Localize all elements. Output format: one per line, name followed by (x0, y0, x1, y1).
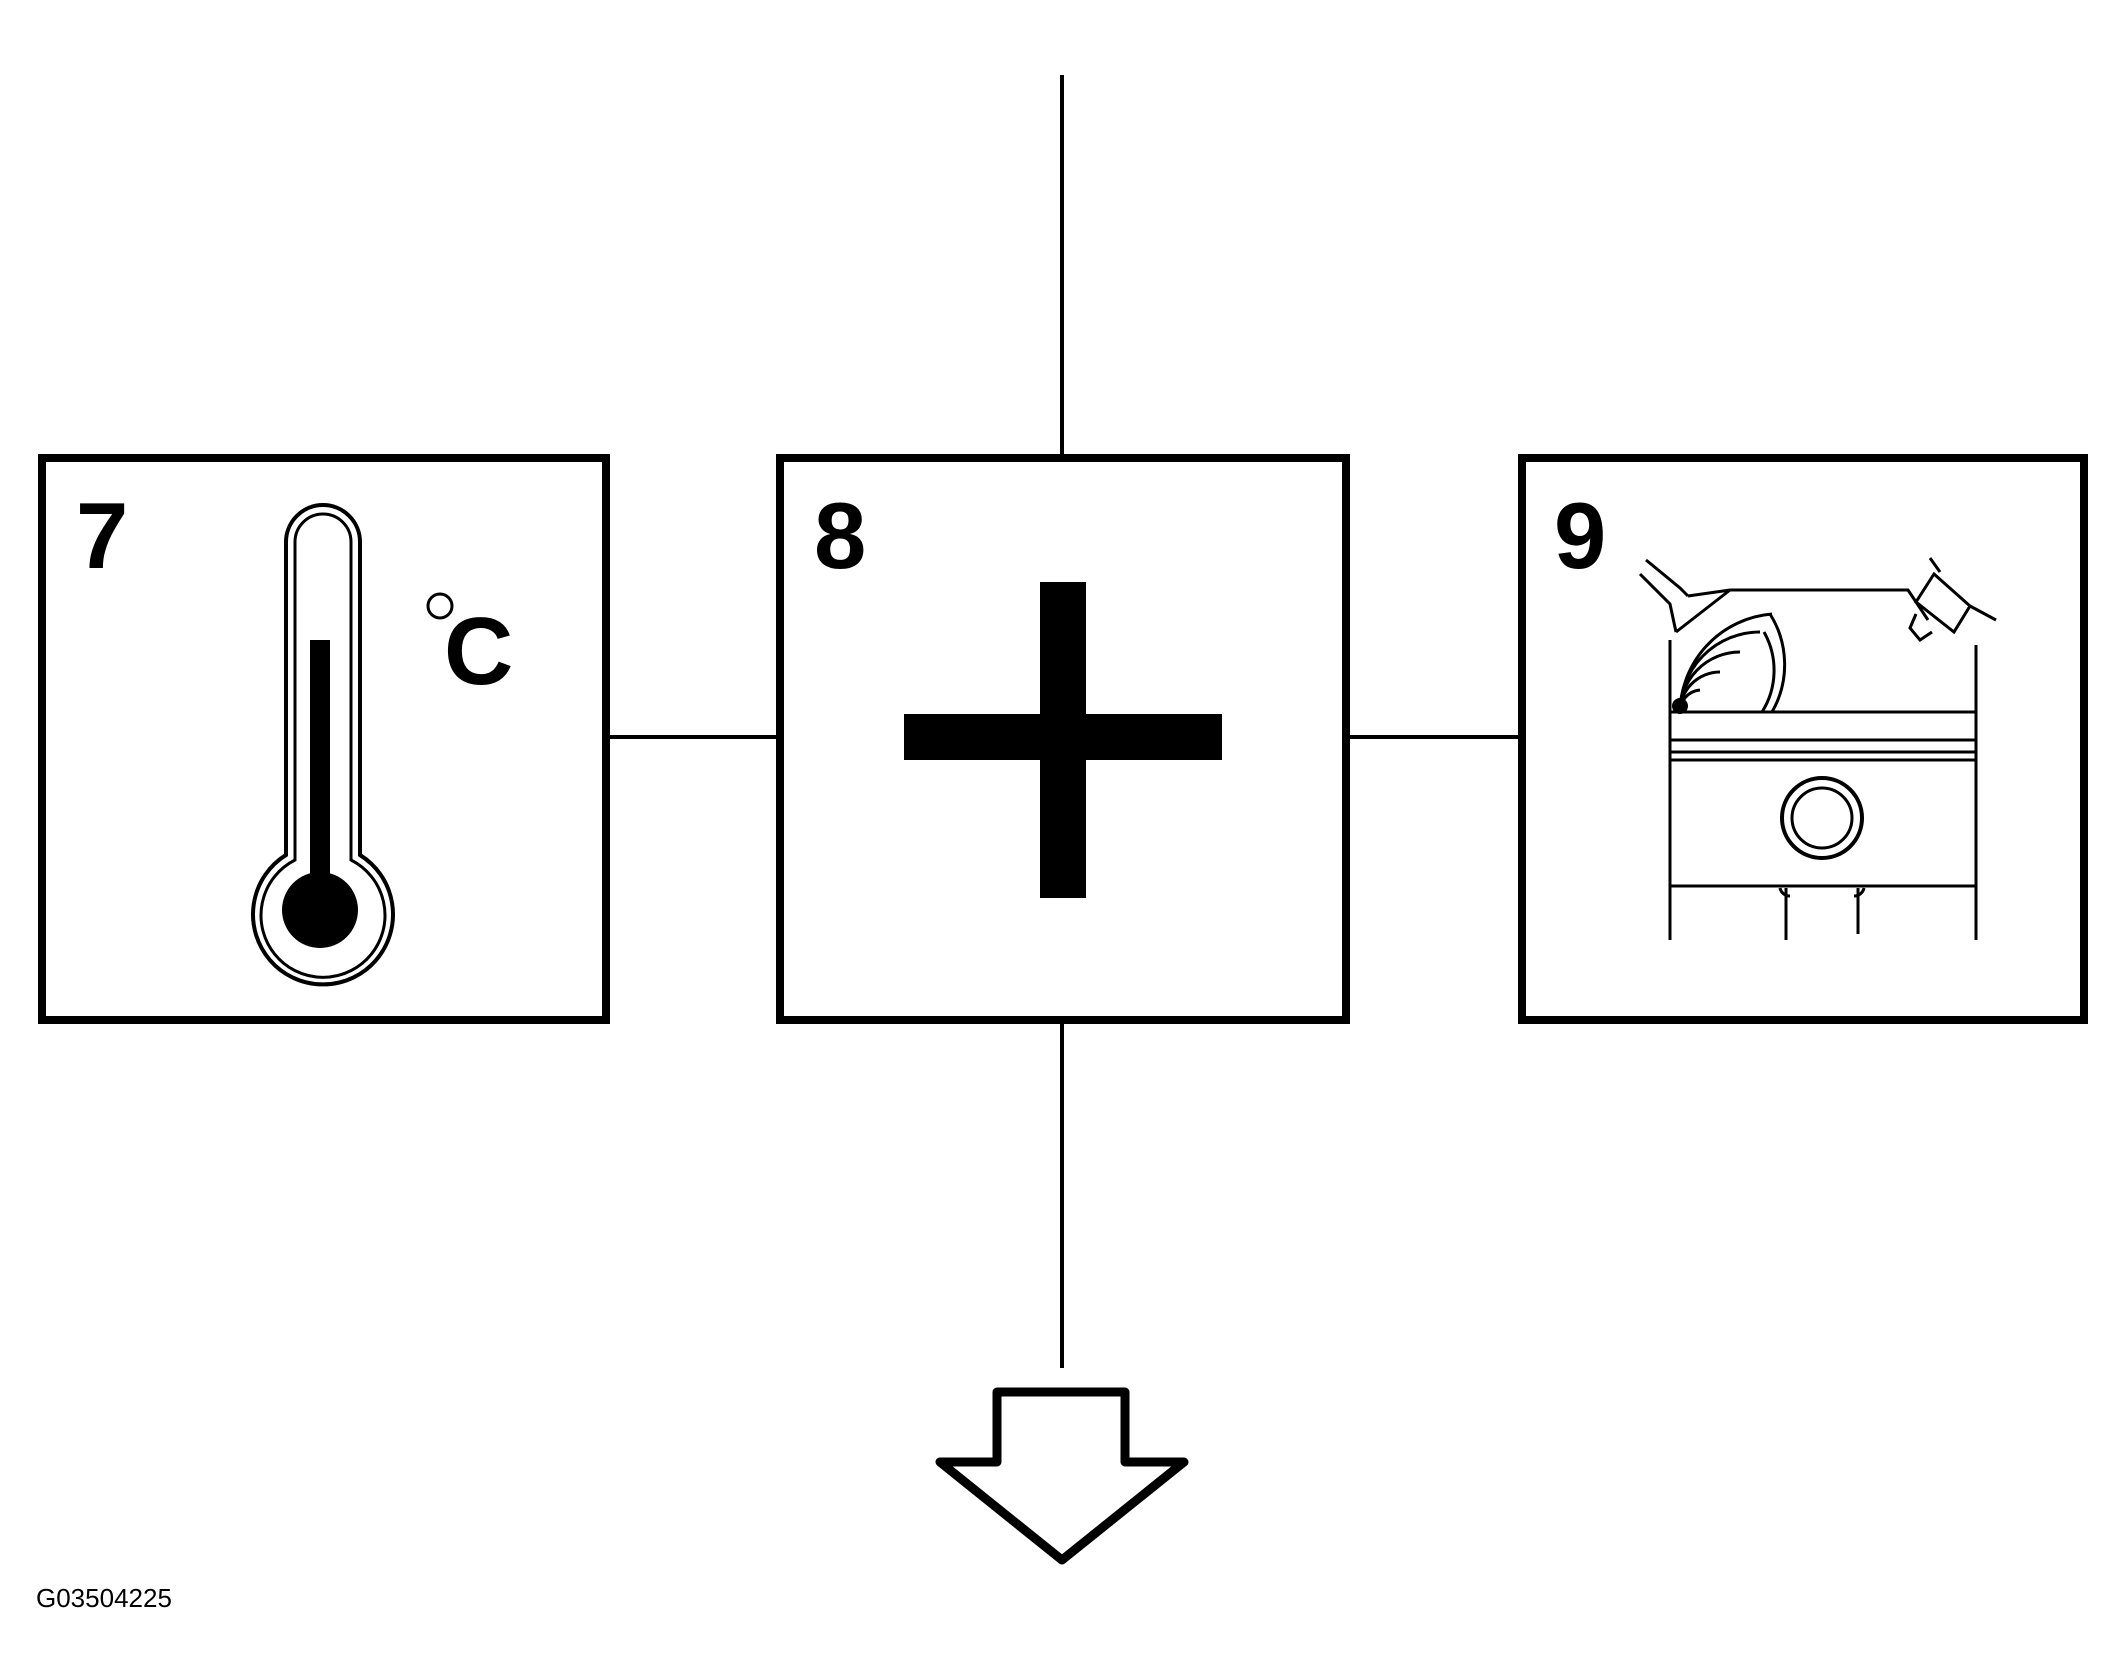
figure-id: G03504225 (36, 1583, 172, 1613)
unit-label: C (444, 598, 513, 705)
step-7-box: 7 C (38, 454, 610, 1024)
step-9-number: 9 (1554, 483, 1606, 588)
celsius-label: C (426, 592, 513, 705)
thermometer-icon (251, 503, 395, 987)
flame-front (1672, 612, 1787, 715)
step-8-box: 8 (776, 454, 1350, 1024)
engine-piston-icon (1638, 557, 1997, 940)
spark-plug (1908, 557, 1997, 642)
plus-icon (904, 582, 1222, 898)
wrist-pin (1780, 776, 1864, 860)
step-7-number: 7 (76, 483, 128, 588)
down-arrow-icon (935, 1387, 1189, 1565)
degree-symbol (426, 592, 454, 620)
step-8-number: 8 (814, 483, 866, 588)
step-9-box: 9 (1518, 454, 2088, 1024)
